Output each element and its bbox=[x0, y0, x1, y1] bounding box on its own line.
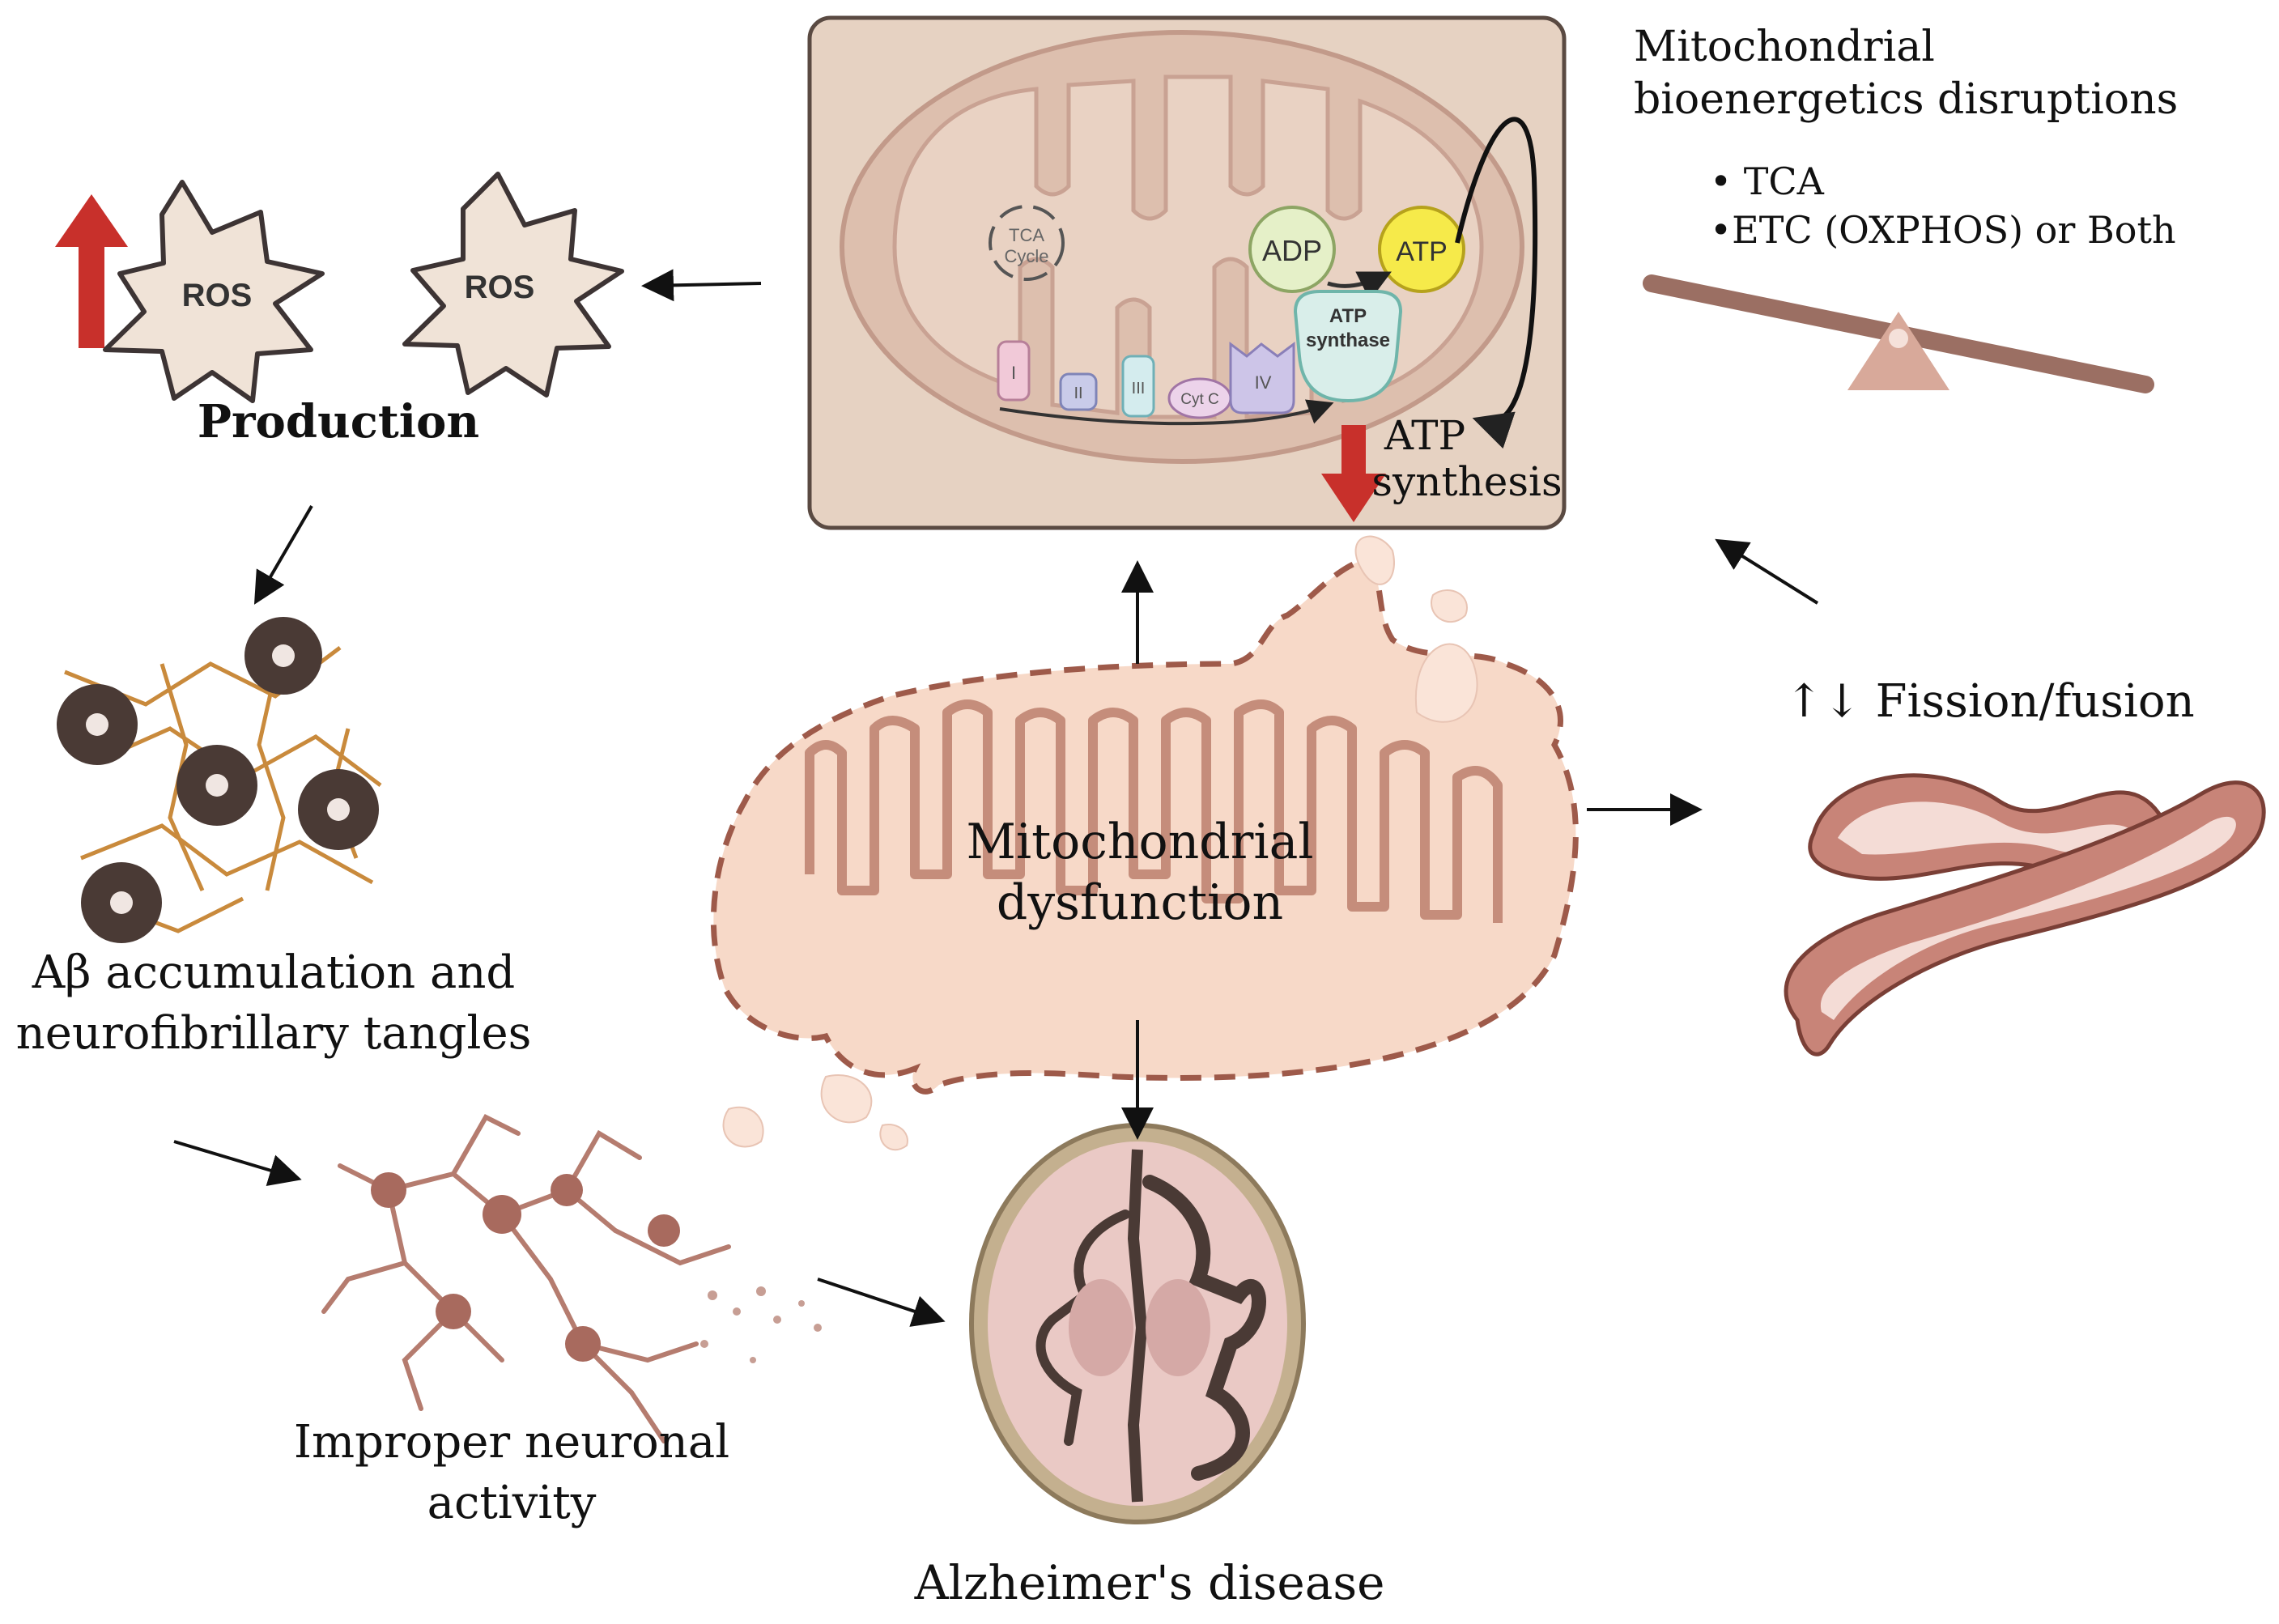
fission-fusion-group: ↑↓ Fission/fusion bbox=[1784, 675, 2266, 1056]
center-label-2: dysfunction bbox=[997, 874, 1283, 931]
neuron-debris bbox=[700, 1286, 822, 1363]
flow-arrows bbox=[173, 269, 1819, 1327]
ros-production-caption: Production bbox=[198, 395, 479, 449]
brain-group: Alzheimer's disease bbox=[914, 1123, 1385, 1610]
ros-star-1: ROS bbox=[103, 180, 325, 403]
complex-ii-label: II bbox=[1074, 385, 1082, 402]
mito-panel: TCA Cycle I II III Cyt C IV ADP ATP bbox=[807, 15, 1567, 530]
etc-complexes: I II III Cyt C IV bbox=[997, 340, 1334, 426]
fission-fusion-label: ↑↓ Fission/fusion bbox=[1785, 675, 2195, 728]
ros-label-1: ROS bbox=[182, 278, 253, 313]
plaques-group: Aβ accumulation and neurofibrillary tang… bbox=[16, 617, 532, 1060]
bioenergetics-title-2: bioenergetics disruptions bbox=[1634, 75, 2178, 124]
atp-synthase-label-1: ATP bbox=[1329, 305, 1367, 327]
imbalance-scale-icon bbox=[1643, 274, 2154, 393]
neurons-group: Improper neuronal activity bbox=[294, 1114, 822, 1529]
cyt-c-label: Cyt C bbox=[1180, 391, 1219, 408]
atp-synthesis-decrease: ATP synthesis bbox=[1321, 412, 1563, 522]
atp-synthase-icon: ATP synthase bbox=[1293, 290, 1403, 403]
adp-label: ADP bbox=[1262, 234, 1322, 267]
bioenergetics-title-1: Mitochondrial bbox=[1634, 23, 1935, 71]
ros-group: ROS ROS Production bbox=[55, 172, 624, 449]
plaques-label-2: neurofibrillary tangles bbox=[16, 1007, 532, 1060]
complex-iv-label: IV bbox=[1255, 372, 1272, 393]
arrow-neurons-to-brain bbox=[817, 1278, 946, 1327]
brain-label: Alzheimer's disease bbox=[914, 1555, 1385, 1610]
bioenergetics-group: Mitochondrial bioenergetics disruptions … bbox=[1634, 23, 2178, 393]
neurons-label-1: Improper neuronal bbox=[294, 1416, 729, 1469]
leaking-fragments bbox=[722, 535, 1478, 1151]
tca-cycle-label: Cycle bbox=[1004, 246, 1048, 266]
ros-star-2: ROS bbox=[402, 172, 624, 397]
tca-label: TCA bbox=[1009, 225, 1044, 245]
neuron-bodies bbox=[371, 1172, 680, 1362]
arrow-plaques-to-neurons bbox=[173, 1140, 302, 1186]
atp-synthesis-label-1: ATP bbox=[1384, 412, 1465, 459]
neuron-network-icon bbox=[321, 1114, 731, 1443]
fused-mitochondria-icon bbox=[1784, 773, 2266, 1056]
plaques-label-1: Aβ accumulation and bbox=[32, 946, 516, 999]
arrow-ros-to-plaques bbox=[253, 504, 313, 605]
tca-cycle-icon: TCA Cycle bbox=[989, 205, 1065, 281]
neurons-label-2: activity bbox=[427, 1477, 597, 1529]
adp-atp: ADP ATP bbox=[1248, 206, 1465, 301]
arrow-panel-to-ros bbox=[641, 269, 762, 302]
ros-label-2: ROS bbox=[465, 270, 535, 305]
bioenergetics-bullet-tca: • TCA bbox=[1710, 159, 1825, 203]
center-label-1: Mitochondrial bbox=[966, 814, 1313, 870]
arrow-fission-to-bioenergetics bbox=[1715, 538, 1819, 605]
atp-label: ATP bbox=[1396, 236, 1448, 267]
atp-synthase-label-2: synthase bbox=[1306, 329, 1390, 351]
bioenergetics-bullet-etc: •ETC (OXPHOS) or Both bbox=[1710, 208, 2176, 252]
complex-i-label: I bbox=[1011, 363, 1016, 383]
central-mitochondrion: Mitochondrial dysfunction bbox=[710, 535, 1579, 1151]
atp-synthesis-label-2: synthesis bbox=[1371, 458, 1562, 505]
complex-iii-label: III bbox=[1132, 380, 1146, 397]
amyloid-plaque-icons bbox=[57, 617, 379, 943]
up-arrow-icon bbox=[55, 194, 128, 348]
